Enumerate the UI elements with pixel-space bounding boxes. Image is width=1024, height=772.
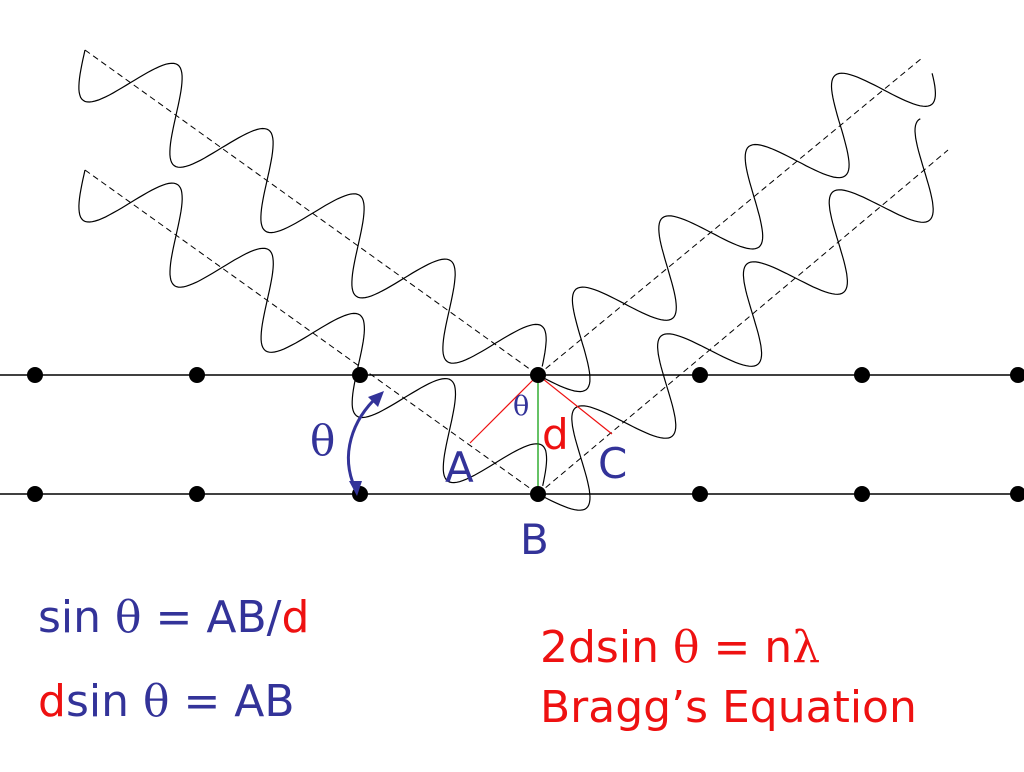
bragg-lambda: λ <box>792 622 821 673</box>
atom <box>692 486 708 502</box>
eq2-theta: θ <box>142 676 170 727</box>
eq2-d: d <box>38 676 66 727</box>
point-A-label: A <box>445 443 474 492</box>
incident-wave-upper <box>78 49 547 367</box>
atom <box>854 486 870 502</box>
incident-ray-upper <box>84 49 539 376</box>
eq1-mid: = AB/ <box>141 592 282 643</box>
theta-angle-arrow <box>346 391 384 496</box>
atom <box>530 367 546 383</box>
lattice-planes <box>0 374 1024 495</box>
angle-arc <box>346 394 380 489</box>
eq1-theta: θ <box>115 592 142 643</box>
theta-label-small: θ <box>513 391 530 422</box>
bragg-lead: 2dsin <box>540 622 673 673</box>
incident-ray-lower <box>84 169 539 495</box>
atom <box>27 367 43 383</box>
equation-dsin-theta: dsin θ = AB <box>38 680 295 724</box>
theta-label-large: θ <box>310 416 336 465</box>
segment-to-C <box>537 374 613 435</box>
atom <box>1010 367 1024 383</box>
segment-to-A <box>469 374 539 444</box>
equation-sin-theta: sin θ = AB/d <box>38 596 309 640</box>
arrowhead-top <box>368 391 384 407</box>
reflected-wave-lower <box>537 118 934 511</box>
bragg-equation: 2dsin θ = nλ <box>540 626 820 670</box>
path-difference-construction <box>469 374 613 494</box>
atom <box>530 486 546 502</box>
eq2-lead: sin <box>65 676 143 727</box>
lattice-atoms <box>27 367 1024 502</box>
eq2-tail: = AB <box>169 676 295 727</box>
reflected-ray-upper <box>537 57 923 376</box>
atom <box>1010 486 1024 502</box>
eq1-lead: sin <box>38 592 116 643</box>
incident-wave-lower <box>78 169 548 487</box>
eq1-d: d <box>281 592 310 643</box>
bragg-mid: = n <box>699 622 793 673</box>
point-B-label: B <box>520 515 549 564</box>
atom <box>27 486 43 502</box>
wave-curves <box>78 49 937 511</box>
atom <box>854 367 870 383</box>
spacing-d-label: d <box>542 410 569 459</box>
bragg-equation-title: Bragg’s Equation <box>540 682 917 733</box>
atom <box>189 486 205 502</box>
point-C-label: C <box>598 439 628 488</box>
atom <box>189 367 205 383</box>
bragg-theta: θ <box>672 622 700 673</box>
atom <box>692 367 708 383</box>
reflected-ray-lower <box>537 149 949 495</box>
atom <box>352 367 368 383</box>
ray-paths <box>84 49 949 495</box>
reflected-wave-upper <box>537 72 937 393</box>
arrowhead-bottom <box>349 481 362 496</box>
